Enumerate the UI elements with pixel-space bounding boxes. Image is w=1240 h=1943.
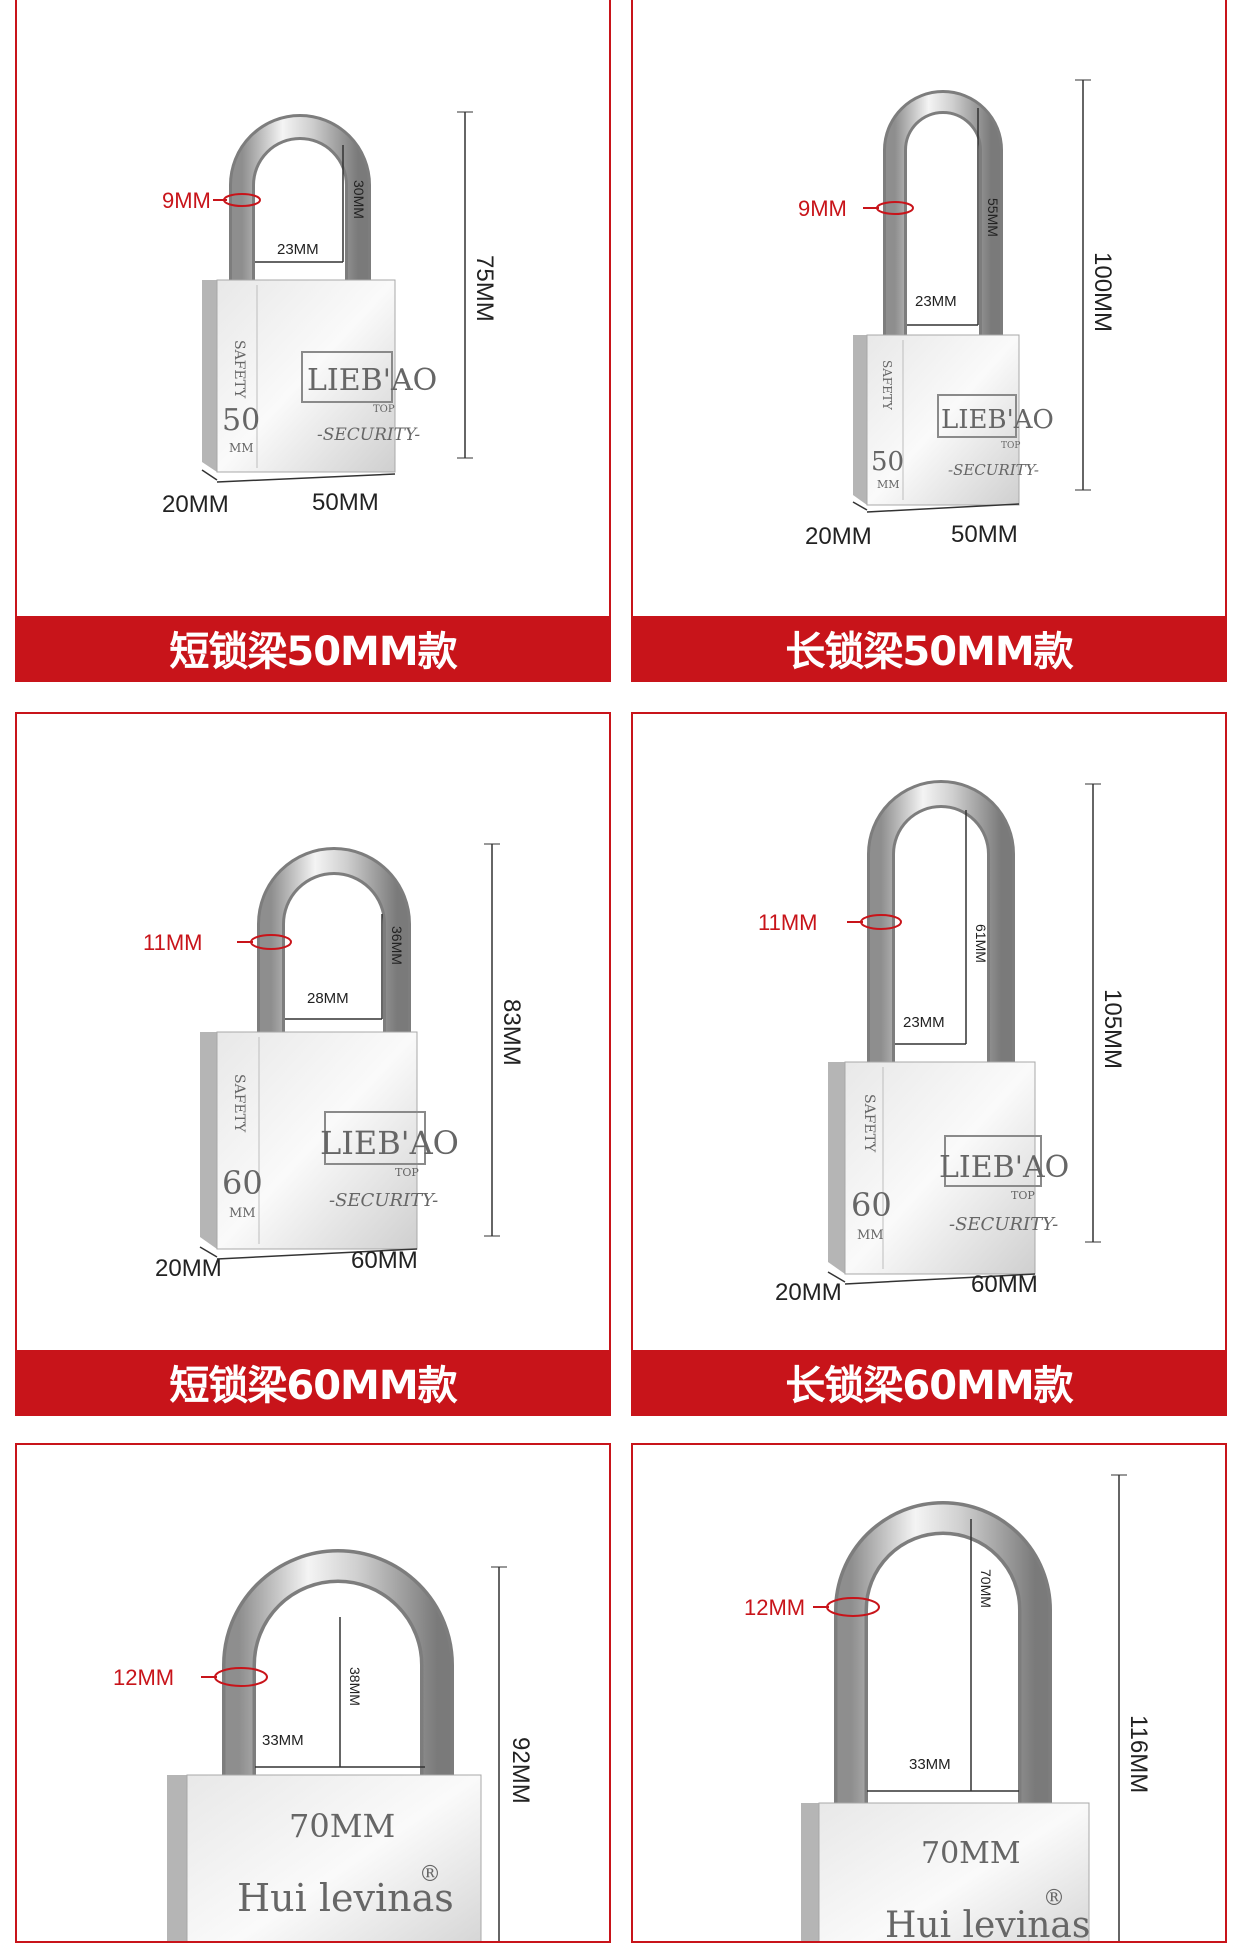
shackle-icon [834, 1501, 1052, 1815]
size-mark: 50 [222, 403, 260, 438]
shackle-icon [257, 847, 411, 1034]
brand-sub: TOP [373, 404, 395, 415]
brand-logo: LIEB'AO [941, 405, 1054, 435]
inner-height: 70MM [978, 1569, 994, 1608]
padlock-diagram: SAFETY 50 MM LIEB'AO TOP -SECURITY- 9MM … [162, 111, 498, 518]
shackle-thickness: 11MM [143, 930, 203, 955]
product-label-banner[interactable]: 短锁梁60MM款 [17, 1350, 609, 1414]
product-card-long-70[interactable]: 70MM Hui levinas ® 12MM 70MM 33MM 116MM [631, 1443, 1227, 1943]
product-card-long-50[interactable]: SAFETY 50 MM LIEB'AO TOP -SECURITY- 9MM … [631, 0, 1227, 682]
size-mark: 50 [871, 447, 904, 477]
lock-body-icon [801, 1802, 1090, 1941]
inner-height: 36MM [389, 926, 405, 965]
size-unit: MM [229, 1206, 256, 1221]
inner-width: 23MM [915, 293, 957, 310]
size-mark: 70MM [289, 1807, 395, 1845]
size-mark: 60 [222, 1164, 263, 1202]
shackle-icon [229, 114, 371, 290]
padlock-diagram: 70MM Hui levinas ® 12MM 70MM 33MM 116MM [744, 1474, 1152, 1941]
shackle-thickness: 11MM [758, 910, 818, 935]
inner-height: 38MM [347, 1667, 363, 1706]
padlock-diagram: 70MM Hui levinas ® 12MM 38MM 33MM 92MM [113, 1549, 534, 1941]
brand-text: Hui levinas [237, 1876, 454, 1920]
security-text: -SECURITY- [949, 1214, 1058, 1235]
brand-logo: LIEB'AO [939, 1150, 1069, 1185]
shackle-thickness: 9MM [162, 188, 211, 213]
inner-width: 28MM [307, 990, 349, 1007]
width-dimension: 60MM [351, 1247, 418, 1274]
total-height: 92MM [507, 1737, 534, 1804]
side-text: SAFETY [231, 340, 247, 399]
inner-width: 33MM [262, 1732, 304, 1749]
lock-body-icon [202, 279, 396, 473]
width-dimension: 50MM [951, 521, 1018, 548]
shackle-icon [867, 780, 1015, 1064]
brand-sub: TOP [1001, 441, 1020, 451]
inner-height: 61MM [973, 924, 989, 963]
product-label-banner[interactable]: 长锁梁50MM款 [633, 616, 1225, 680]
registered-mark: ® [1043, 1886, 1065, 1911]
total-height: 83MM [498, 999, 525, 1066]
lock-body-icon [200, 1031, 426, 1250]
padlock-diagram: SAFETY 60 MM LIEB'AO TOP -SECURITY- 11MM… [143, 843, 525, 1282]
size-unit: MM [877, 478, 900, 491]
size-mark: 70MM [921, 1836, 1021, 1871]
shackle-icon [222, 1549, 454, 1785]
side-text: SAFETY [861, 1094, 877, 1153]
security-text: -SECURITY- [948, 461, 1039, 479]
product-label-banner[interactable]: 长锁梁60MM款 [633, 1350, 1225, 1414]
width-dimension: 50MM [312, 489, 379, 516]
total-height: 116MM [1125, 1715, 1152, 1793]
side-text: SAFETY [880, 360, 894, 411]
size-unit: MM [857, 1228, 884, 1243]
brand-logo: LIEB'AO [320, 1124, 459, 1162]
product-card-short-50[interactable]: SAFETY 50 MM LIEB'AO TOP -SECURITY- 9MM … [15, 0, 611, 682]
lock-body-icon [167, 1774, 482, 1941]
total-height: 105MM [1099, 989, 1126, 1069]
total-height: 75MM [471, 255, 498, 322]
total-height: 100MM [1089, 252, 1116, 332]
depth-dimension: 20MM [775, 1279, 842, 1306]
inner-width: 23MM [903, 1014, 945, 1031]
size-mark: 60 [851, 1186, 892, 1224]
depth-dimension: 20MM [162, 491, 229, 518]
inner-height: 55MM [985, 198, 1001, 237]
shackle-thickness: 12MM [113, 1665, 174, 1690]
shackle-icon [883, 90, 1003, 335]
inner-width: 23MM [277, 241, 319, 258]
padlock-diagram: SAFETY 60 MM LIEB'AO TOP -SECURITY- 11MM… [758, 780, 1126, 1306]
product-card-short-70[interactable]: 70MM Hui levinas ® 12MM 38MM 33MM 92MM [15, 1443, 611, 1943]
shackle-thickness: 9MM [798, 196, 847, 221]
brand-sub: TOP [395, 1166, 419, 1179]
registered-mark: ® [419, 1862, 441, 1887]
shackle-thickness: 12MM [744, 1595, 805, 1620]
side-text: SAFETY [231, 1074, 247, 1133]
product-card-long-60[interactable]: SAFETY 60 MM LIEB'AO TOP -SECURITY- 11MM… [631, 712, 1227, 1416]
lock-body-icon [828, 1061, 1042, 1275]
security-text: -SECURITY- [329, 1190, 438, 1211]
lock-body-icon [853, 334, 1020, 506]
padlock-diagram: SAFETY 50 MM LIEB'AO TOP -SECURITY- 9MM … [798, 79, 1116, 550]
depth-dimension: 20MM [805, 523, 872, 550]
inner-width: 33MM [909, 1756, 951, 1773]
width-dimension: 60MM [971, 1271, 1038, 1298]
inner-height: 30MM [351, 180, 367, 219]
product-label-banner[interactable]: 短锁梁50MM款 [17, 616, 609, 680]
brand-logo: LIEB'AO [307, 363, 437, 398]
size-unit: MM [229, 441, 254, 455]
depth-dimension: 20MM [155, 1255, 222, 1282]
security-text: -SECURITY- [317, 425, 420, 445]
product-card-short-60[interactable]: SAFETY 60 MM LIEB'AO TOP -SECURITY- 11MM… [15, 712, 611, 1416]
brand-sub: TOP [1011, 1189, 1035, 1202]
